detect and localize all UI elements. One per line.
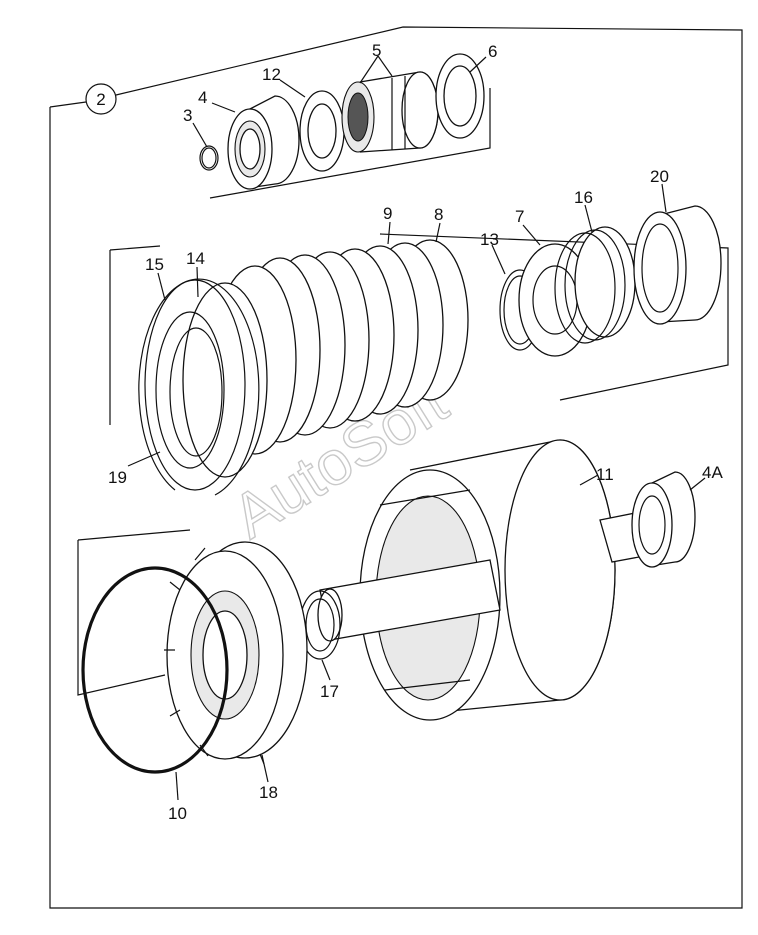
part-19-snap-ring <box>138 278 260 496</box>
top-bracket <box>209 88 491 199</box>
group-callout-label: 2 <box>96 90 105 109</box>
label-part-12: 12 <box>262 65 281 84</box>
part-12-washer <box>299 90 345 172</box>
part-18-hub <box>164 541 308 765</box>
label-part-10: 10 <box>168 804 187 823</box>
part-4A-bearing <box>631 471 696 568</box>
label-part-5: 5 <box>372 41 381 60</box>
part-labels: 3 4 12 5 6 9 8 7 16 20 13 15 14 19 11 4A… <box>108 41 723 823</box>
label-part-16: 16 <box>574 188 593 207</box>
clutch-bracket <box>109 233 729 425</box>
label-part-18: 18 <box>259 783 278 802</box>
clutch-plates <box>144 239 469 491</box>
part-4-bearing <box>227 95 300 190</box>
part-11-drum <box>317 439 651 721</box>
part-5-sleeve <box>341 71 439 153</box>
part-20-ring <box>633 205 722 325</box>
part-16-spring <box>554 226 636 344</box>
label-part-14: 14 <box>186 249 205 268</box>
part-10-o-ring <box>81 566 229 774</box>
label-part-4: 4 <box>198 88 207 107</box>
lower-bracket <box>77 529 191 696</box>
label-part-4A: 4A <box>702 463 723 482</box>
label-part-19: 19 <box>108 468 127 487</box>
label-part-13: 13 <box>480 230 499 249</box>
part-3-snap-ring <box>199 145 219 171</box>
part-7-retainer <box>518 243 592 357</box>
label-part-6: 6 <box>488 42 497 61</box>
label-part-7: 7 <box>515 207 524 226</box>
leader-lines <box>127 55 706 801</box>
label-part-3: 3 <box>183 106 192 125</box>
label-part-17: 17 <box>320 682 339 701</box>
outer-frame <box>49 26 743 909</box>
part-6-washer <box>435 53 485 139</box>
label-part-9: 9 <box>383 204 392 223</box>
group-callout: 2 <box>85 83 117 115</box>
label-part-15: 15 <box>145 255 164 274</box>
label-part-8: 8 <box>434 205 443 224</box>
label-part-20: 20 <box>650 167 669 186</box>
label-part-11: 11 <box>596 465 614 484</box>
